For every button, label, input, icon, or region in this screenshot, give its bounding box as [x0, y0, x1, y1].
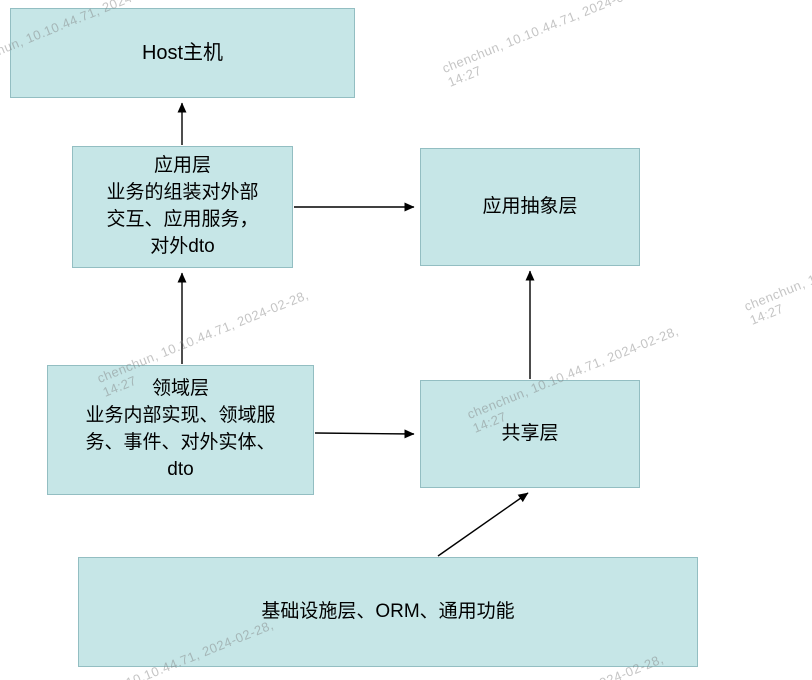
watermark-tile: chenchun, 10.10.44.71, 2024-02-28, 14:27 — [440, 0, 661, 90]
node-app-layer: 应用层 业务的组装对外部 交互、应用服务， 对外dto — [72, 146, 293, 268]
node-app-abstract-layer-label: 应用抽象层 — [482, 195, 578, 217]
node-infra-layer-label: 基础设施层、ORM、通用功能 — [261, 600, 515, 622]
node-shared-layer: 共享层 — [420, 380, 640, 488]
node-infra-layer: 基础设施层、ORM、通用功能 — [78, 557, 698, 667]
watermark-tile: chenchun, 10.10.44.71, 2024-02-28, 14:27 — [742, 215, 812, 328]
node-app-layer-label: 应用层 业务的组装对外部 交互、应用服务， 对外dto — [106, 155, 259, 257]
watermark-line1: chenchun, 10.10.44.71, 2024-02-28, — [742, 215, 812, 314]
node-host-label: Host主机 — [141, 41, 224, 64]
watermark-line2: 14:27 — [456, 665, 672, 680]
node-domain-layer-label: 领域层 业务内部实现、领域服 务、事件、对外实体、 dto — [85, 378, 276, 480]
watermark-line1: chenchun, 10.10.44.71, 2024-02-28, — [440, 0, 656, 76]
edge-domain-layer-to-shared-layer-arrow — [314, 429, 415, 439]
node-app-abstract-layer: 应用抽象层 — [420, 148, 640, 266]
watermark-line2: 14:27 — [747, 300, 786, 328]
node-host: Host主机 — [10, 8, 355, 98]
watermark-line2: 14:27 — [445, 62, 484, 90]
edge-infra-layer-to-shared-layer-arrow — [437, 492, 529, 557]
node-shared-layer-label: 共享层 — [501, 422, 559, 444]
node-domain-layer: 领域层 业务内部实现、领域服 务、事件、对外实体、 dto — [47, 365, 314, 495]
